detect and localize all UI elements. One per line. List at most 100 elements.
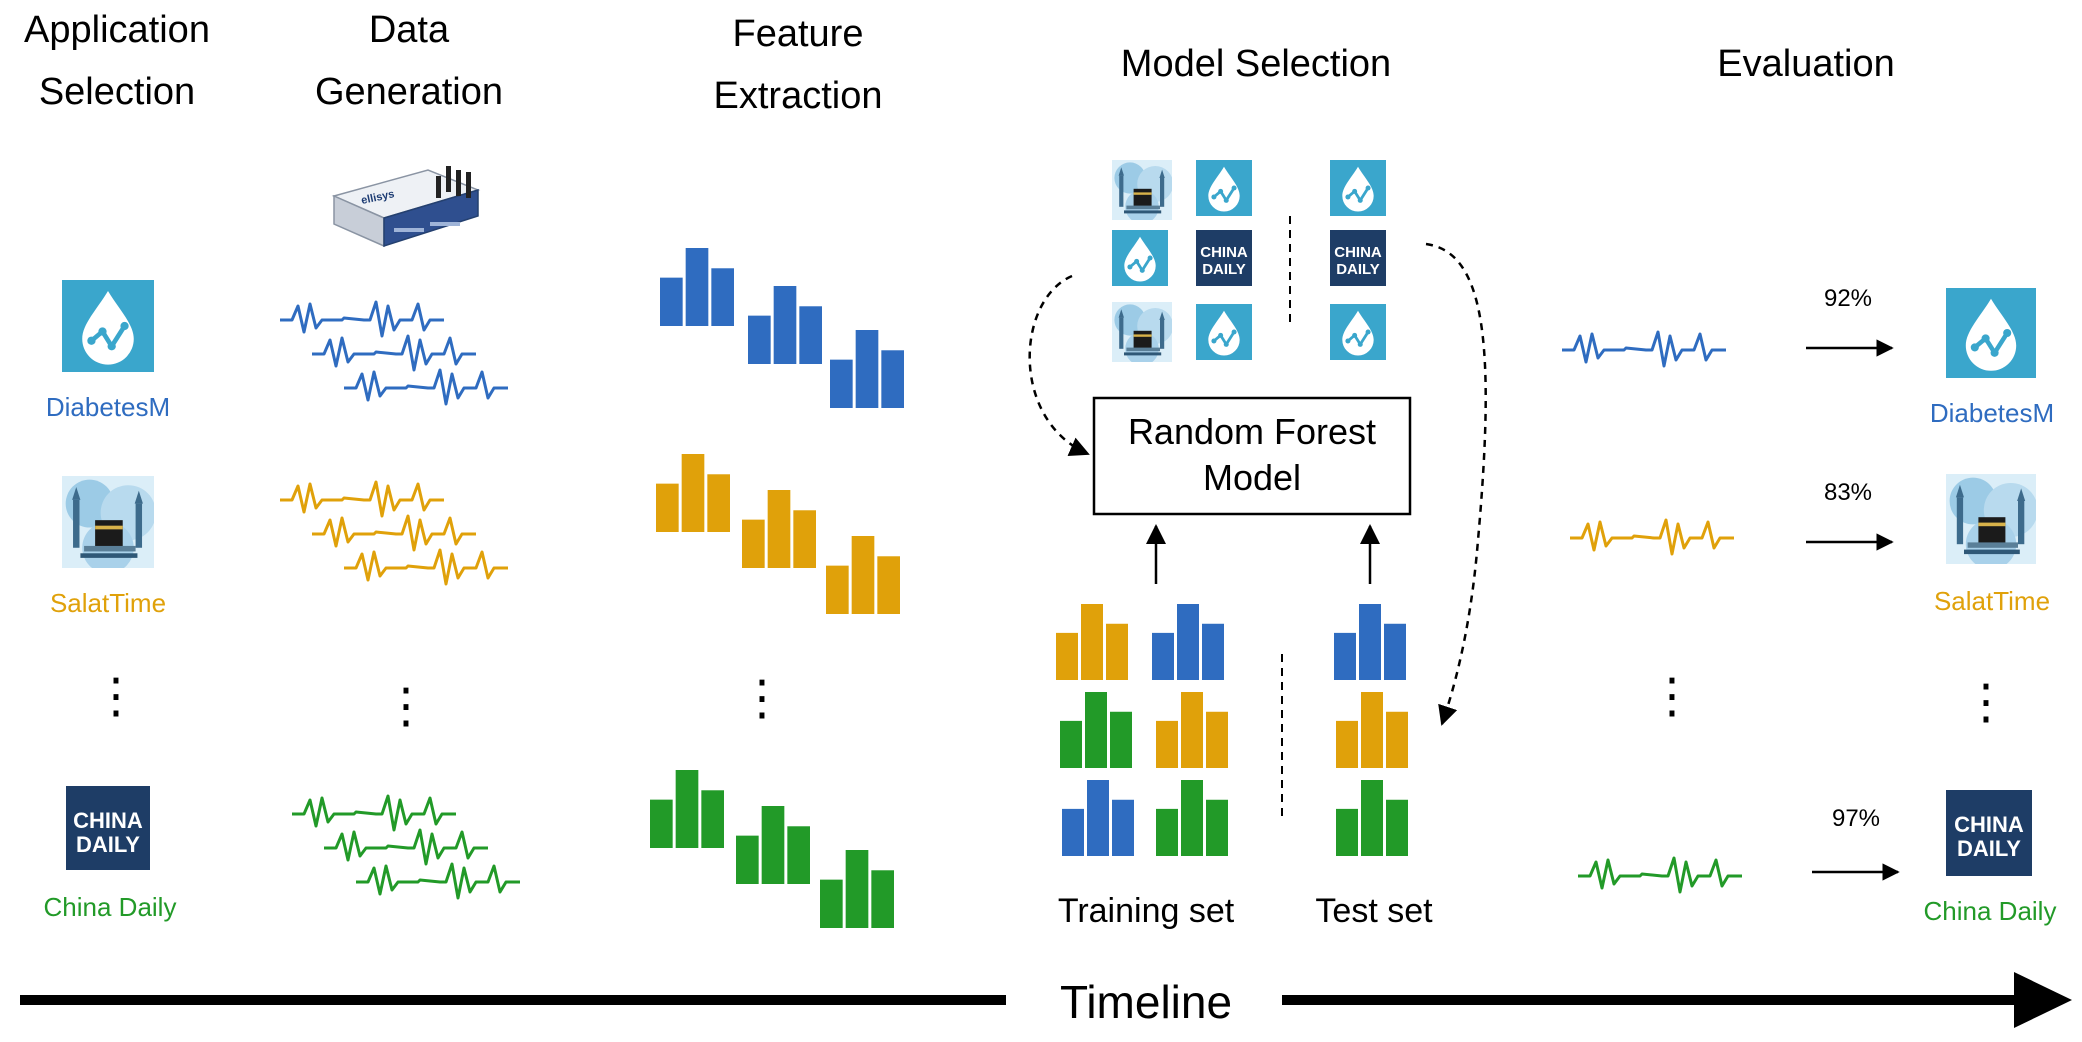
- china-daily-logo-line: CHINA: [1200, 244, 1248, 261]
- feature-histogram-icon: [830, 330, 904, 408]
- training-set-label: Training set: [1058, 892, 1235, 930]
- diabetesm-app-icon: [1196, 160, 1252, 216]
- histogram-bar: [1181, 692, 1203, 768]
- histogram-bar: [650, 799, 673, 848]
- histogram-bar: [1056, 632, 1078, 680]
- ellipsis-eval-apps: ⋮: [1962, 676, 2010, 729]
- salattime-app-icon: [62, 476, 154, 568]
- histogram-bar: [793, 510, 816, 568]
- waveform-green: [354, 862, 522, 900]
- ellipsis-eval-waves: ⋮: [1648, 670, 1696, 723]
- diabetesm-app-icon: [1330, 304, 1386, 360]
- salattime-app-icon: [1112, 302, 1172, 362]
- feature-histogram-icon: [820, 850, 894, 928]
- feature-histogram-icon: [656, 454, 730, 532]
- timeline-label: Timeline: [1060, 976, 1232, 1028]
- histogram-bar: [820, 879, 843, 928]
- histogram-bar: [681, 454, 705, 532]
- china-daily-logo-line: CHINA: [1954, 812, 2024, 837]
- histogram-bar: [675, 770, 699, 848]
- feature-histogram-icon: [1334, 604, 1406, 680]
- feature-histogram-group: [650, 248, 904, 928]
- china-daily-logo-line: DAILY: [1957, 836, 2021, 861]
- diabetesm-app-icon: [1196, 304, 1252, 360]
- histogram-bar: [660, 277, 683, 326]
- histogram-bar: [1202, 623, 1224, 680]
- feature-histogram-icon: [1060, 692, 1132, 768]
- train-test-histogram-group: [1056, 604, 1408, 856]
- histogram-bar: [748, 315, 771, 364]
- histogram-bar: [742, 519, 765, 568]
- china-daily-app-icon: CHINA DAILY: [1196, 230, 1252, 286]
- china-daily-app-icon: CHINA DAILY: [1946, 790, 2032, 876]
- histogram-bar: [1386, 711, 1408, 768]
- feature-histogram-icon: [1156, 692, 1228, 768]
- histogram-bar: [1336, 720, 1358, 768]
- salattime-app-icon: [1946, 474, 2036, 564]
- histogram-bar: [1334, 632, 1356, 680]
- histogram-bar: [871, 870, 894, 928]
- histogram-bar: [1112, 799, 1134, 856]
- stage-heading-feature-extraction: Feature Extraction: [714, 13, 883, 117]
- histogram-bar: [1106, 623, 1128, 680]
- histogram-bar: [1336, 808, 1358, 856]
- icons-to-model-arrow: [1028, 274, 1090, 456]
- accuracy-label: 97%: [1832, 805, 1880, 832]
- stage-heading-evaluation: Evaluation: [1717, 43, 1894, 85]
- predicted-app-label: SalatTime: [1934, 586, 2050, 616]
- ellipsis-data: ⋮: [382, 680, 430, 733]
- histogram-bar: [830, 359, 853, 408]
- waveform-orange: [278, 480, 446, 518]
- waveform-blue: [310, 334, 478, 372]
- histogram-bar: [1206, 799, 1228, 856]
- china-daily-app-icon: CHINA DAILY: [1330, 230, 1386, 286]
- histogram-bar: [1087, 780, 1109, 856]
- model-label-line: Random Forest: [1128, 411, 1376, 452]
- feature-histogram-icon: [1336, 692, 1408, 768]
- histogram-bar: [799, 306, 822, 364]
- histogram-bar: [1384, 623, 1406, 680]
- waveform-orange: [310, 514, 478, 552]
- histogram-bar: [773, 286, 797, 364]
- salattime-app-icon: [1112, 160, 1172, 220]
- histogram-bar: [881, 350, 904, 408]
- histogram-bar: [1206, 711, 1228, 768]
- histogram-bar: [656, 483, 679, 532]
- waveform-blue: [342, 368, 510, 406]
- diabetesm-app-icon: [1330, 160, 1386, 216]
- waveform-blue: [278, 300, 446, 338]
- capture-device-icon: ellisys: [331, 166, 481, 248]
- histogram-bar: [767, 490, 791, 568]
- histogram-bar: [1156, 720, 1178, 768]
- histogram-bar: [877, 556, 900, 614]
- histogram-bar: [855, 330, 879, 408]
- feature-histogram-icon: [1056, 604, 1128, 680]
- feature-histogram-icon: [1062, 780, 1134, 856]
- histogram-bar: [1386, 799, 1408, 856]
- stage-heading-application-selection: Application Selection: [24, 9, 210, 113]
- ellipsis-apps: ⋮: [92, 670, 140, 723]
- timeline-arrowhead: [2014, 972, 2072, 1028]
- stage-heading-model-selection: Model Selection: [1121, 43, 1391, 85]
- test-set-label: Test set: [1315, 892, 1433, 930]
- histogram-bar: [1359, 604, 1381, 680]
- histogram-bar: [1081, 604, 1103, 680]
- china-daily-logo-line: DAILY: [1202, 261, 1246, 278]
- china-daily-logo-line: CHINA: [1334, 244, 1382, 261]
- histogram-bar: [701, 790, 724, 848]
- histogram-bar: [787, 826, 810, 884]
- predicted-app-label: China Daily: [1924, 896, 2057, 926]
- model-label-line: Model: [1203, 457, 1301, 498]
- feature-histogram-icon: [1152, 604, 1224, 680]
- histogram-bar: [826, 565, 849, 614]
- ellipsis-features: ⋮: [738, 672, 786, 725]
- feature-histogram-icon: [748, 286, 822, 364]
- waveform-green: [290, 794, 458, 832]
- waveform-blue: [1560, 330, 1728, 368]
- china-daily-logo-line: CHINA: [73, 808, 143, 833]
- diabetesm-app-icon: [62, 280, 154, 372]
- feature-histogram-icon: [660, 248, 734, 326]
- waveform-orange: [342, 548, 510, 586]
- test-icons-to-test-features-arrow: [1425, 242, 1487, 726]
- diabetesm-app-icon: [1946, 288, 2036, 378]
